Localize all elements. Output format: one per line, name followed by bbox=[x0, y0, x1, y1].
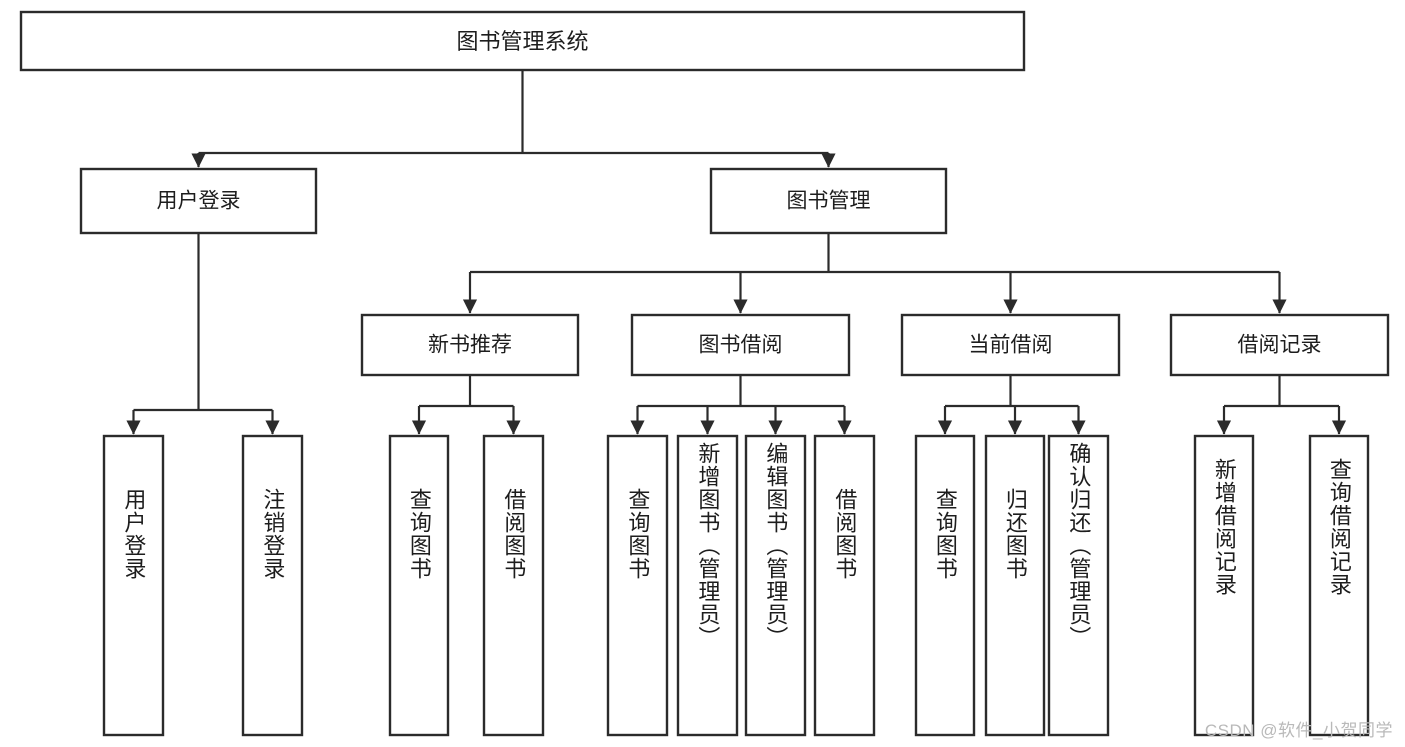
node-leaf-return-book-box[interactable] bbox=[984, 434, 1046, 737]
node-book-borrow[interactable]: 图书借阅 bbox=[630, 313, 851, 377]
node-user-login[interactable]: 用户登录 bbox=[79, 167, 318, 235]
node-book-borrow-label: 图书借阅 bbox=[699, 334, 783, 357]
node-leaf-query-book-1-box[interactable] bbox=[388, 434, 450, 737]
node-book-manage-label: 图书管理 bbox=[787, 190, 871, 213]
node-root[interactable]: 图书管理系统 bbox=[19, 10, 1026, 72]
node-borrow-record-box[interactable] bbox=[1169, 313, 1390, 377]
node-leaf-borrow-book-1-box[interactable] bbox=[482, 434, 545, 737]
node-new-book-rec-box[interactable] bbox=[360, 313, 580, 377]
node-current-borrow-label: 当前借阅 bbox=[969, 334, 1053, 357]
node-leaf-add-book-box[interactable] bbox=[676, 434, 739, 737]
node-leaf-user-logout-box[interactable] bbox=[241, 434, 304, 737]
node-leaf-query-book-2-box[interactable] bbox=[606, 434, 669, 737]
node-leaf-edit-book-box[interactable] bbox=[744, 434, 807, 737]
node-current-borrow-box[interactable] bbox=[900, 313, 1121, 377]
node-book-manage[interactable]: 图书管理 bbox=[709, 167, 948, 235]
node-root-box[interactable] bbox=[19, 10, 1026, 72]
node-group: 图书管理系统 用户登录 图书管理 新书推荐 图书借阅 当前 bbox=[19, 10, 1390, 737]
node-book-borrow-box[interactable] bbox=[630, 313, 851, 377]
csdn-watermark: CSDN @软件_小贺同学 bbox=[1204, 721, 1393, 740]
node-new-book-rec[interactable]: 新书推荐 bbox=[360, 313, 580, 377]
node-new-book-rec-label: 新书推荐 bbox=[428, 334, 512, 357]
node-leaf-confirm-return-box[interactable] bbox=[1047, 434, 1110, 737]
node-user-login-box[interactable] bbox=[79, 167, 318, 235]
node-leaf-query-book-3-box[interactable] bbox=[914, 434, 976, 737]
node-root-label: 图书管理系统 bbox=[456, 29, 588, 54]
node-user-login-label: 用户登录 bbox=[157, 190, 241, 213]
node-current-borrow[interactable]: 当前借阅 bbox=[900, 313, 1121, 377]
node-leaf-query-record-box[interactable] bbox=[1308, 434, 1370, 737]
node-leaf-user-login-box[interactable] bbox=[102, 434, 165, 737]
node-leaf-add-record-box[interactable] bbox=[1193, 434, 1255, 737]
node-borrow-record[interactable]: 借阅记录 bbox=[1169, 313, 1390, 377]
node-borrow-record-label: 借阅记录 bbox=[1238, 334, 1322, 357]
node-book-manage-box[interactable] bbox=[709, 167, 948, 235]
node-leaf-borrow-book-2-box[interactable] bbox=[813, 434, 876, 737]
connector-group bbox=[126, 70, 1347, 435]
